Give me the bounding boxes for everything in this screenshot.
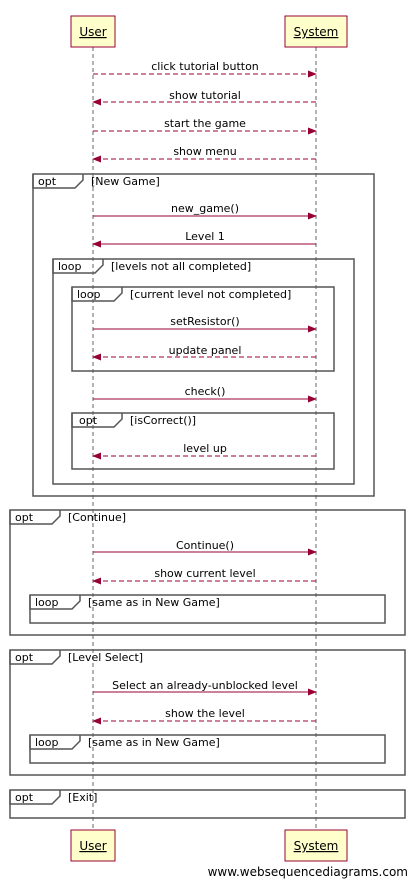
watermark-link[interactable]: www.websequencediagrams.com — [207, 865, 408, 879]
message-label: show menu — [173, 145, 236, 158]
fragment-condition: [Continue] — [68, 511, 126, 524]
fragment-kind: opt — [79, 414, 98, 427]
message-label: show tutorial — [169, 89, 241, 102]
fragment-opt-level-select: opt [Level Select] — [9, 649, 406, 776]
fragment-opt-continue: opt [Continue] — [9, 509, 406, 636]
message-label: setResistor() — [170, 315, 239, 328]
message-update-panel: update panel — [92, 344, 316, 361]
message-label: show current level — [154, 567, 255, 580]
actor-system-bottom: System — [284, 829, 348, 862]
message-show-tutorial: show tutorial — [92, 89, 316, 106]
message-new-game: new_game() — [93, 202, 317, 220]
actor-user-label: User — [79, 839, 106, 853]
fragment-kind: loop — [77, 288, 101, 301]
message-label: new_game() — [171, 202, 239, 215]
actor-system-label: System — [294, 839, 339, 853]
message-label: Select an already-unblocked level — [112, 679, 298, 692]
fragment-opt-exit: opt [Exit] — [9, 789, 406, 819]
fragment-opt-new-game: opt [New Game] — [32, 173, 375, 497]
message-select-level: Select an already-unblocked level — [93, 679, 317, 696]
fragment-condition: [New Game] — [91, 175, 160, 188]
actor-system-label: System — [294, 25, 339, 39]
message-label: update panel — [169, 344, 242, 357]
actor-system-top: System — [284, 15, 348, 48]
fragment-loop-levels: loop [levels not all completed] — [52, 258, 355, 485]
fragment-loop-current-level: loop [current level not completed] — [71, 286, 335, 372]
message-start-game: start the game — [93, 117, 317, 135]
fragment-condition: [same as in New Game] — [88, 596, 220, 609]
message-show-menu: show menu — [92, 145, 316, 163]
fragment-condition: [isCorrect()] — [130, 414, 196, 427]
message-level-up: level up — [92, 442, 316, 460]
message-level-1: Level 1 — [92, 230, 316, 248]
message-label: click tutorial button — [151, 60, 259, 73]
fragment-kind: loop — [35, 736, 59, 749]
actor-user-label: User — [79, 25, 106, 39]
message-label: check() — [185, 385, 226, 398]
fragment-loop-level-select-same: loop [same as in New Game] — [29, 734, 386, 764]
message-click-tutorial: click tutorial button — [93, 60, 317, 78]
fragment-kind: opt — [38, 175, 57, 188]
actor-user-top: User — [70, 15, 116, 48]
message-label: level up — [183, 442, 227, 455]
fragment-condition: [levels not all completed] — [111, 260, 251, 273]
fragment-condition: [current level not completed] — [130, 288, 291, 301]
fragment-condition: [same as in New Game] — [88, 736, 220, 749]
fragment-opt-is-correct: opt [isCorrect()] — [71, 412, 335, 470]
message-label: show the level — [165, 707, 245, 720]
message-continue: Continue() — [93, 539, 317, 556]
fragment-condition: [Exit] — [68, 791, 97, 804]
message-show-current-level: show current level — [92, 567, 316, 585]
fragment-condition: [Level Select] — [68, 651, 143, 664]
message-show-level: show the level — [92, 707, 316, 725]
fragment-kind: loop — [58, 260, 82, 273]
message-label: start the game — [164, 117, 246, 130]
message-label: Level 1 — [185, 230, 225, 243]
message-label: Continue() — [176, 539, 234, 552]
fragment-kind: opt — [15, 511, 34, 524]
message-set-resistor: setResistor() — [93, 315, 317, 333]
message-check: check() — [93, 385, 317, 403]
fragment-kind: opt — [15, 791, 34, 804]
fragment-loop-continue-same: loop [same as in New Game] — [29, 594, 386, 624]
actor-user-bottom: User — [70, 829, 116, 862]
fragment-kind: opt — [15, 651, 34, 664]
fragment-kind: loop — [35, 596, 59, 609]
